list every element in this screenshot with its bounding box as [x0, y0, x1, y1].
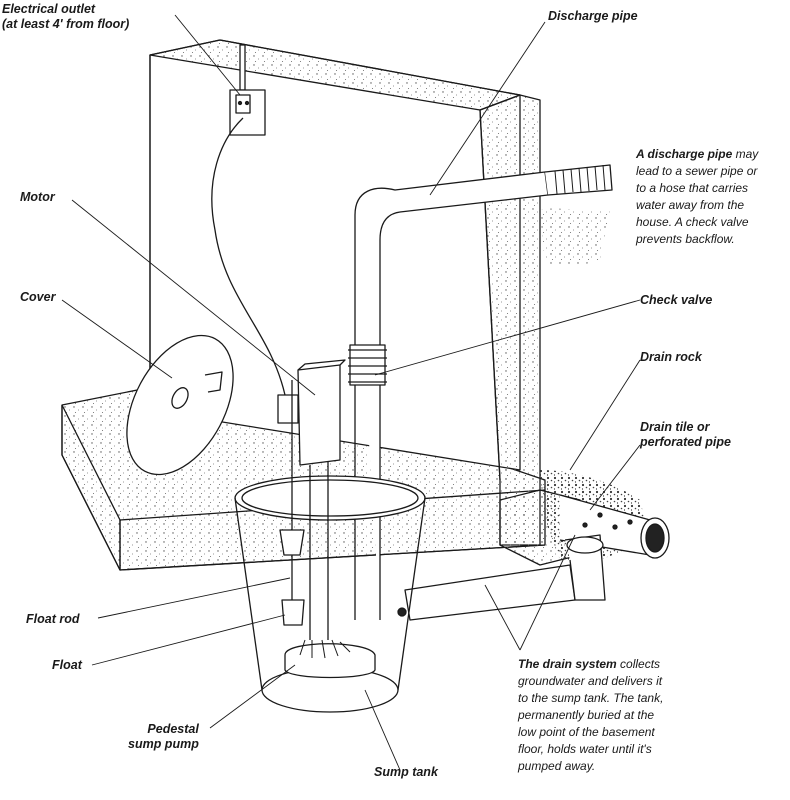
discharge-note: A discharge pipe may lead to a sewer pip…: [636, 146, 786, 248]
sump-tank-label: Sump tank: [374, 765, 438, 779]
drain-note-l3: to the sump tank. The tank,: [518, 691, 664, 705]
check-valve-label: Check valve: [640, 293, 713, 307]
discharge-note-line1: A discharge pipe may: [636, 146, 786, 163]
drain-tile-label: Drain tile or perforated pipe: [640, 420, 731, 450]
cover-art: [126, 334, 234, 476]
drain-note-l4: permanently buried at the: [518, 708, 655, 722]
drain-note-bold: The drain system: [518, 657, 617, 671]
pump-art: [277, 359, 376, 679]
discharge-pipe-art: [348, 164, 613, 620]
electrical-outlet-label-line1: Electrical outlet: [2, 2, 96, 16]
electrical-outlet-label: Electrical outlet (at least 4' from floo…: [2, 2, 129, 32]
sump-tank-art: [234, 475, 426, 713]
discharge-note-l1: may: [732, 147, 759, 161]
drain-note-line1: The drain system collects: [518, 656, 788, 673]
pedestal-pump-label-line2: sump pump: [128, 737, 199, 751]
drain-note-l1: collects: [616, 657, 661, 671]
discharge-note-l5: house. A check valve: [636, 215, 749, 229]
drain-tile: [559, 494, 670, 559]
discharge-note-l2: lead to a sewer pipe or: [636, 164, 758, 178]
drain-note-l2: groundwater and delivers it: [518, 674, 663, 688]
drain-tile-label-line1: Drain tile or: [640, 420, 710, 434]
electrical-outlet-label-line2: (at least 4' from floor): [2, 17, 130, 31]
float-rod-label: Float rod: [26, 612, 80, 626]
drain-tile-label-line2: perforated pipe: [640, 435, 731, 449]
discharge-pipe-label: Discharge pipe: [548, 9, 638, 23]
discharge-note-bold: A discharge pipe: [636, 147, 733, 161]
discharge-note-l3: to a hose that carries: [636, 181, 749, 195]
basement-wall: [149, 39, 581, 566]
motor-label: Motor: [20, 190, 55, 204]
drain-note-l5: low point of the basement: [518, 725, 655, 739]
float-label: Float: [52, 658, 82, 672]
drain-rock-label: Drain rock: [640, 350, 702, 364]
discharge-note-l6: prevents backflow.: [636, 232, 735, 246]
drain-note-l6: floor, holds water until it's: [518, 742, 652, 756]
pedestal-pump-label-line1: Pedestal: [147, 722, 199, 736]
outlet-art: [211, 44, 286, 396]
pedestal-pump-label: Pedestal sump pump: [128, 722, 199, 752]
discharge-note-l4: water away from the: [636, 198, 745, 212]
drain-note-l7: pumped away.: [518, 759, 596, 773]
cover-label: Cover: [20, 290, 56, 304]
drain-line: [404, 534, 606, 621]
drain-system-note: The drain system collects groundwater an…: [518, 656, 788, 775]
leader-lines: [61, 14, 641, 771]
